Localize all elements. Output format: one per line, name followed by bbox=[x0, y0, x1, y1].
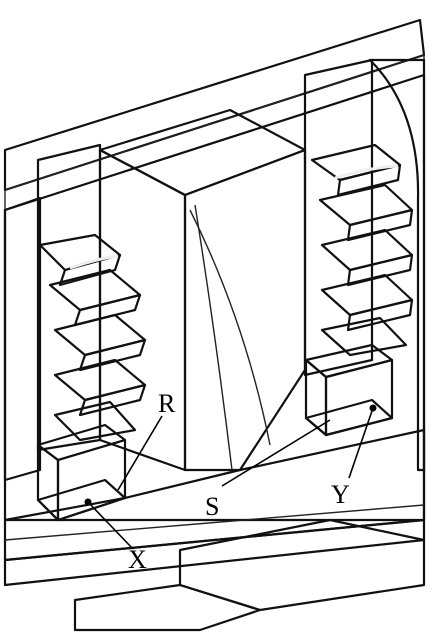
right-curved-shell bbox=[368, 58, 426, 472]
right-tooth-1 bbox=[310, 143, 402, 182]
bottom-step-top bbox=[3, 518, 426, 587]
label-x: X bbox=[128, 545, 147, 574]
right-tooth-5 bbox=[320, 316, 408, 357]
left-tooth-highlight bbox=[69, 254, 119, 270]
right-tooth-1-under bbox=[336, 163, 402, 197]
bottom-lip bbox=[73, 583, 262, 632]
top-rim-inner bbox=[4, 54, 425, 211]
right-serrations bbox=[310, 143, 414, 357]
left-slot bbox=[36, 143, 147, 522]
center-curve-line-1 bbox=[194, 204, 233, 471]
right-key-side bbox=[324, 358, 394, 437]
leader-r bbox=[117, 415, 163, 491]
center-block bbox=[98, 108, 307, 472]
right-tooth-4-under bbox=[346, 298, 414, 332]
leader-x bbox=[87, 501, 134, 550]
right-tooth-2-under bbox=[346, 208, 414, 242]
center-curve-line-2 bbox=[189, 209, 271, 446]
left-slot-back bbox=[36, 143, 102, 452]
label-y: Y bbox=[331, 480, 350, 509]
right-tooth-highlight bbox=[334, 164, 399, 180]
lower-ledge bbox=[3, 428, 426, 632]
left-wall-strip bbox=[3, 196, 42, 482]
label-s: S bbox=[205, 492, 219, 521]
right-slot bbox=[303, 58, 414, 437]
center-block-side bbox=[98, 148, 187, 472]
floor-seam bbox=[4, 504, 425, 541]
leader-y bbox=[348, 407, 374, 479]
leader-s bbox=[221, 419, 331, 487]
right-tooth-3-under bbox=[346, 253, 414, 287]
right-slot-back bbox=[303, 58, 374, 377]
left-serrations bbox=[38, 233, 147, 442]
right-tooth-2 bbox=[318, 183, 414, 227]
center-block-front bbox=[183, 148, 307, 472]
left-tooth-2-under bbox=[73, 293, 142, 327]
left-tooth-5 bbox=[53, 400, 137, 442]
right-key-bottom-face-Y bbox=[304, 398, 394, 437]
annotations: R S X Y bbox=[84, 389, 377, 574]
back-wall bbox=[3, 73, 426, 522]
label-r: R bbox=[158, 389, 176, 418]
left-tooth-4-under bbox=[78, 383, 147, 417]
top-rim-face bbox=[3, 18, 426, 192]
left-tooth-3-under bbox=[78, 338, 147, 372]
